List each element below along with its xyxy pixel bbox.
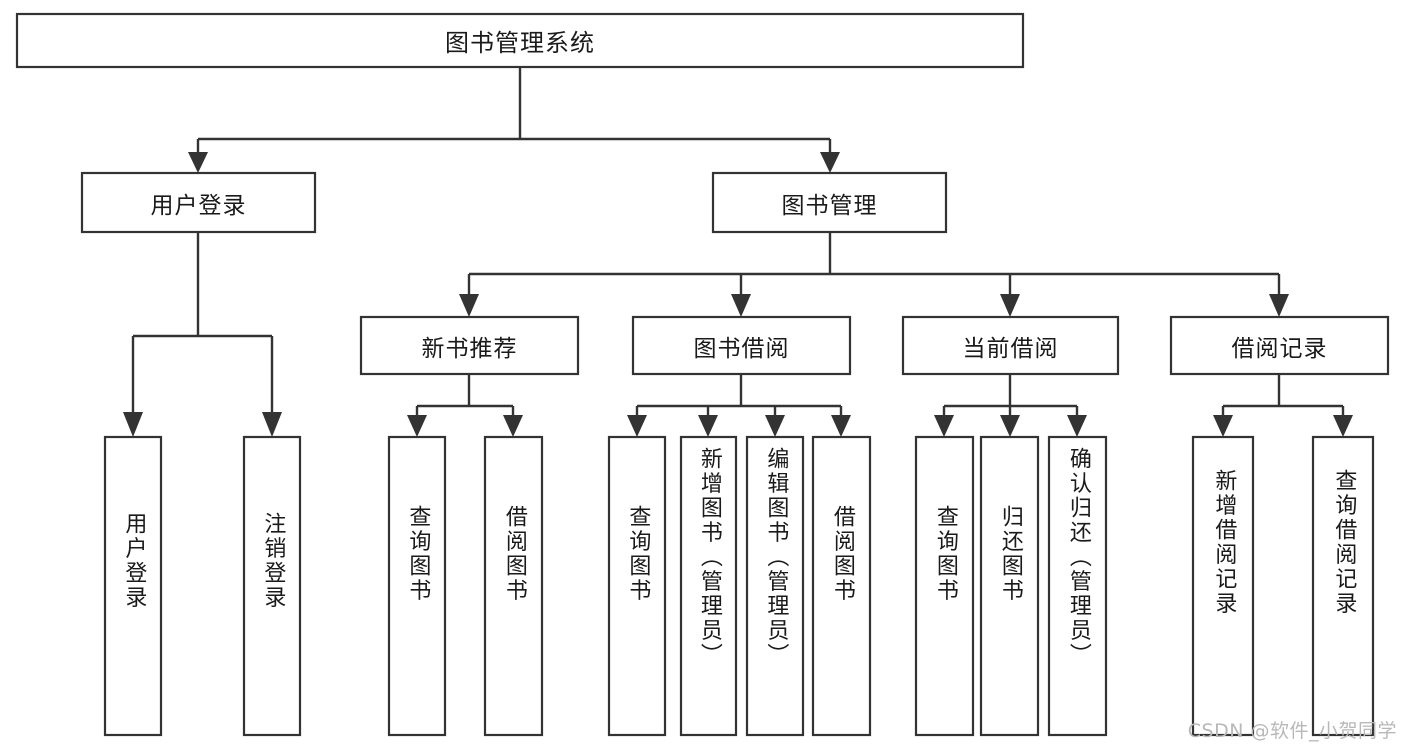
node-box-leaf-borrow-book-2[interactable]	[811, 435, 872, 737]
arrow-head-leaf-edit-book	[765, 415, 785, 437]
arrow-head-new-book-recommend	[459, 294, 479, 317]
arrow-head-leaf-user-logout	[262, 412, 282, 437]
arrow-head-leaf-confirm-return	[1067, 415, 1087, 437]
node-box-leaf-user-login[interactable]	[103, 435, 163, 737]
node-box-root[interactable]	[15, 12, 1025, 69]
node-box-current-borrow[interactable]	[901, 315, 1120, 376]
arrow-head-current-borrow	[1000, 294, 1020, 317]
node-box-new-book-recommend[interactable]	[359, 315, 580, 376]
connector-user-login-to-leaves	[123, 232, 282, 437]
connector-book-manage-to-level3	[459, 232, 1289, 317]
node-box-user-login[interactable]	[80, 171, 317, 234]
node-box-leaf-confirm-return[interactable]	[1047, 435, 1108, 737]
node-box-book-borrow[interactable]	[631, 315, 852, 376]
arrow-head-leaf-borrow-book-1	[503, 415, 523, 437]
node-box-leaf-return-book[interactable]	[979, 435, 1040, 737]
connector-new-book-recommend-to-leaves	[407, 374, 523, 437]
node-box-borrow-record[interactable]	[1169, 315, 1390, 376]
arrow-head-leaf-query-book-2	[627, 415, 647, 437]
arrow-head-book-borrow	[731, 294, 751, 317]
arrow-head-leaf-query-book-1	[407, 415, 427, 437]
node-box-leaf-add-book[interactable]	[679, 435, 738, 737]
arrow-head-leaf-query-book-3	[934, 415, 954, 437]
arrow-head-borrow-record	[1269, 294, 1289, 317]
arrow-head-leaf-add-book	[698, 415, 718, 437]
node-box-leaf-query-book-2[interactable]	[607, 435, 667, 737]
node-box-leaf-add-record[interactable]	[1191, 435, 1255, 737]
node-box-leaf-user-logout[interactable]	[242, 435, 302, 737]
arrow-head-user-login	[188, 152, 208, 173]
connector-borrow-record-to-leaves	[1213, 374, 1353, 437]
node-box-leaf-query-record[interactable]	[1311, 435, 1375, 737]
connector-current-borrow-to-leaves	[934, 374, 1087, 437]
arrow-head-leaf-borrow-book-2	[831, 415, 851, 437]
connector-book-borrow-to-leaves	[627, 374, 851, 437]
arrow-head-leaf-query-record	[1333, 415, 1353, 437]
node-box-leaf-edit-book[interactable]	[745, 435, 805, 737]
node-box-book-manage[interactable]	[711, 171, 948, 234]
arrow-head-leaf-return-book	[1000, 415, 1020, 437]
node-box-leaf-query-book-3[interactable]	[914, 435, 975, 737]
arrow-head-book-manage	[820, 152, 840, 173]
arrow-head-leaf-add-record	[1213, 415, 1233, 437]
node-box-leaf-borrow-book-1[interactable]	[483, 435, 544, 737]
node-box-leaf-query-book-1[interactable]	[387, 435, 447, 737]
arrow-head-leaf-user-login	[123, 412, 143, 437]
connector-root-to-level2	[188, 67, 840, 173]
